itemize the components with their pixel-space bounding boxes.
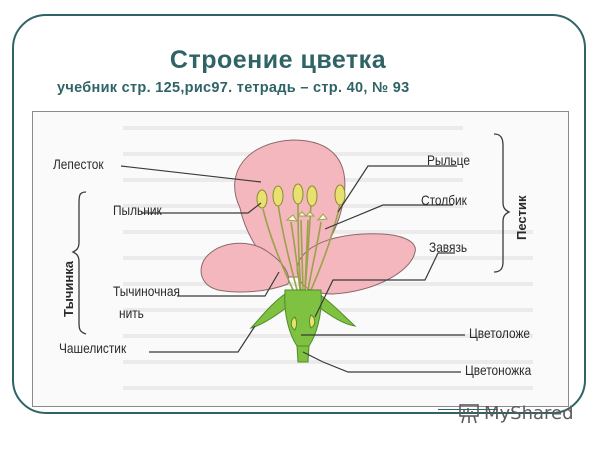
ovules: [290, 314, 316, 331]
watermark: MyShared: [458, 402, 574, 424]
label-pedicel: Цветоножка: [465, 362, 532, 378]
flower-illustration: [71, 126, 533, 390]
group-label-pistil: Пестик: [514, 195, 529, 241]
label-filament: Тычиночная: [113, 283, 180, 299]
label-stigma: Рыльце: [427, 152, 470, 168]
label-receptacle: Цветоложе: [469, 325, 531, 341]
label-style: Столбик: [421, 192, 467, 208]
page-title: Строение цветка: [169, 46, 387, 74]
label-ovary: Завязь: [429, 239, 468, 255]
presentation-board-icon: [459, 404, 479, 424]
watermark-text: MyShared: [484, 402, 574, 424]
pistil-brace: [493, 133, 511, 273]
flower-diagram: Лепесток Пыльник Тычиночная нить Чашелис…: [32, 111, 569, 407]
petals: [200, 139, 416, 295]
stamen-brace: [71, 191, 87, 335]
label-sepal: Чашелистик: [59, 340, 127, 356]
group-braces: [71, 133, 511, 335]
label-filament-line2: нить: [119, 305, 144, 321]
anthers: [256, 183, 346, 209]
label-petal: Лепесток: [53, 156, 104, 172]
group-label-stamen: Тычинка: [61, 261, 76, 317]
filaments: [262, 201, 341, 291]
sepals: [249, 289, 357, 363]
label-anther: Пыльник: [113, 202, 162, 218]
background-text-texture: [123, 126, 533, 390]
slide-frame: [12, 14, 586, 414]
leader-lines: [120, 165, 465, 373]
stigma: [285, 211, 328, 222]
page-subtitle: учебник стр. 125,рис97. тетрадь – стр. 4…: [57, 80, 410, 96]
